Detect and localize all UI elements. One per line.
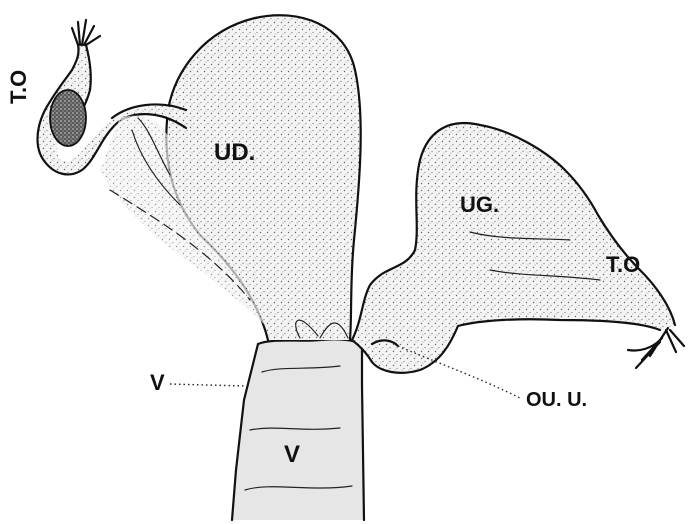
label-vagina-inner: V — [284, 441, 300, 468]
leader-vagina — [170, 384, 244, 386]
label-uterus-left: UG. — [460, 192, 499, 217]
uterus-right-horn — [166, 15, 360, 340]
uterus-left-horn — [352, 123, 684, 373]
label-tube-right: T.O — [606, 252, 640, 277]
label-tube-left: T.O — [6, 70, 31, 104]
label-vagina-outer: V — [150, 370, 165, 395]
vagina — [232, 339, 364, 520]
ovary-left — [50, 90, 86, 146]
label-uterine-os: OU. U. — [526, 389, 587, 411]
label-uterus-right: UD. — [214, 139, 255, 166]
